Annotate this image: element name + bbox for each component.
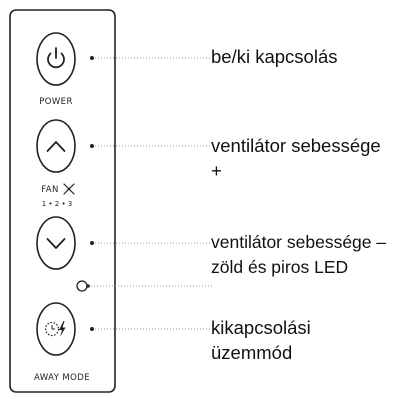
fan-speeds-label: 1 • 2 • 3 [42,200,73,208]
power-button[interactable] [36,32,76,86]
callout-away-line-2: üzemmód [211,342,293,363]
callout-fan-up-line-1: ventilátor sebessége [211,135,381,156]
callout-power: be/ki kapcsolás [211,44,337,69]
callout-power-line-1: be/ki kapcsolás [211,46,338,67]
away-mode-icon [44,321,66,337]
fan-label: FAN [41,185,58,195]
fan-icon [63,183,75,195]
power-label: POWER [39,97,73,107]
leader-led [86,284,212,288]
chevron-down-icon [46,238,66,249]
power-icon [47,47,65,69]
callout-fan-up-line-2: + [211,160,222,181]
leader-away [90,327,210,331]
chevron-up-icon [46,141,66,152]
callout-fan-up: ventilátor sebessége + [211,133,381,183]
leader-fan-down [90,241,210,245]
fan-down-button[interactable] [36,216,76,270]
led-indicator [76,280,88,292]
control-panel [9,9,116,393]
callout-away: kikapcsolási üzemmód [211,315,311,365]
callout-fan-down: ventilátor sebessége – zöld és piros LED [211,230,386,280]
leader-power [90,56,210,60]
leader-fan-up [90,144,210,148]
callout-away-line-1: kikapcsolási [211,317,311,338]
callout-fan-down-line-2: zöld és piros LED [211,257,349,277]
away-mode-button[interactable] [36,302,76,356]
fan-up-button[interactable] [36,119,76,173]
away-mode-label: AWAY MODE [34,373,90,383]
callout-fan-down-line-1: ventilátor sebessége – [211,232,387,252]
